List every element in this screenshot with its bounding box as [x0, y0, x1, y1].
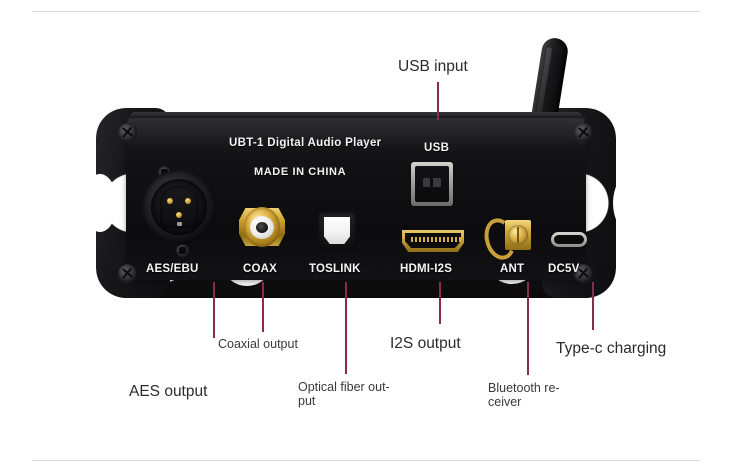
screw-bottom-right	[574, 264, 593, 283]
usb-b-cavity	[415, 166, 449, 202]
port-label-aes-ebu: AES/EBU	[146, 263, 199, 275]
usb-b-connector[interactable]	[411, 162, 453, 206]
left-bracket-waist-cut	[83, 174, 117, 232]
xlr-barrel	[151, 179, 207, 235]
right-bracket-waist-cut	[613, 174, 647, 232]
callout-aes-output: AES output	[129, 383, 208, 400]
port-label-coax: COAX	[243, 263, 278, 275]
leader-line-bluetooth-receiver	[527, 282, 529, 375]
port-label-hdmi-i2s: HDMI-I2S	[400, 263, 453, 275]
toslink-shutter	[324, 217, 350, 244]
rca-coax-connector[interactable]	[239, 204, 285, 250]
xlr-aes-ebu-connector[interactable]	[142, 170, 216, 244]
leader-line-typec-charging	[592, 282, 594, 330]
hdmi-pin-row	[411, 237, 461, 242]
product-brand-text: UBT-1 Digital Audio Player	[229, 137, 382, 149]
product-origin-text: MADE IN CHINA	[254, 166, 347, 178]
xlr-key-notch	[177, 222, 182, 226]
callout-i2s-output: I2S output	[390, 335, 461, 352]
screw-bottom-left	[118, 264, 137, 283]
xlr-pin	[176, 212, 182, 218]
sma-antenna-connector[interactable]	[505, 220, 531, 250]
leader-line-aes-output	[213, 282, 215, 338]
leader-line-optical-output	[345, 282, 347, 374]
usb-c-cavity	[554, 235, 584, 244]
xlr-pin	[185, 198, 191, 204]
rca-center-hole	[256, 222, 268, 233]
device-rear-panel-photo: UBT-1 Digital Audio Player MADE IN CHINA…	[83, 36, 647, 298]
hex-screw-lower	[176, 244, 189, 257]
screw-top-right	[574, 123, 593, 142]
callout-bluetooth-receiver: Bluetooth re-ceiver	[488, 381, 560, 410]
divider-top	[32, 11, 700, 12]
leader-line-coaxial-output	[262, 282, 264, 332]
hdmi-cavity	[405, 233, 461, 248]
usb-b-contact-block	[423, 178, 441, 187]
callout-coaxial-output: Coaxial output	[218, 337, 298, 351]
port-label-toslink: TOSLINK	[309, 263, 361, 275]
port-label-ant: ANT	[500, 263, 525, 275]
sma-nut	[508, 225, 528, 245]
port-label-dc5v: DC5V	[548, 263, 580, 275]
callout-usb-input: USB input	[398, 58, 468, 75]
xlr-pin	[167, 198, 173, 204]
screw-top-left	[118, 123, 137, 142]
divider-bottom	[32, 460, 700, 461]
hdmi-i2s-connector[interactable]	[402, 230, 464, 252]
toslink-optical-connector[interactable]	[318, 212, 356, 250]
callout-typec-charging: Type-c charging	[556, 340, 667, 357]
leader-line-usb-input	[437, 82, 439, 120]
xlr-plug-body	[160, 186, 198, 228]
usb-silkscreen-label: USB	[424, 142, 450, 154]
usb-c-dc5v-connector[interactable]	[551, 232, 587, 247]
leader-line-i2s-output	[439, 282, 441, 324]
callout-optical-output: Optical fiber out-put	[298, 380, 390, 409]
